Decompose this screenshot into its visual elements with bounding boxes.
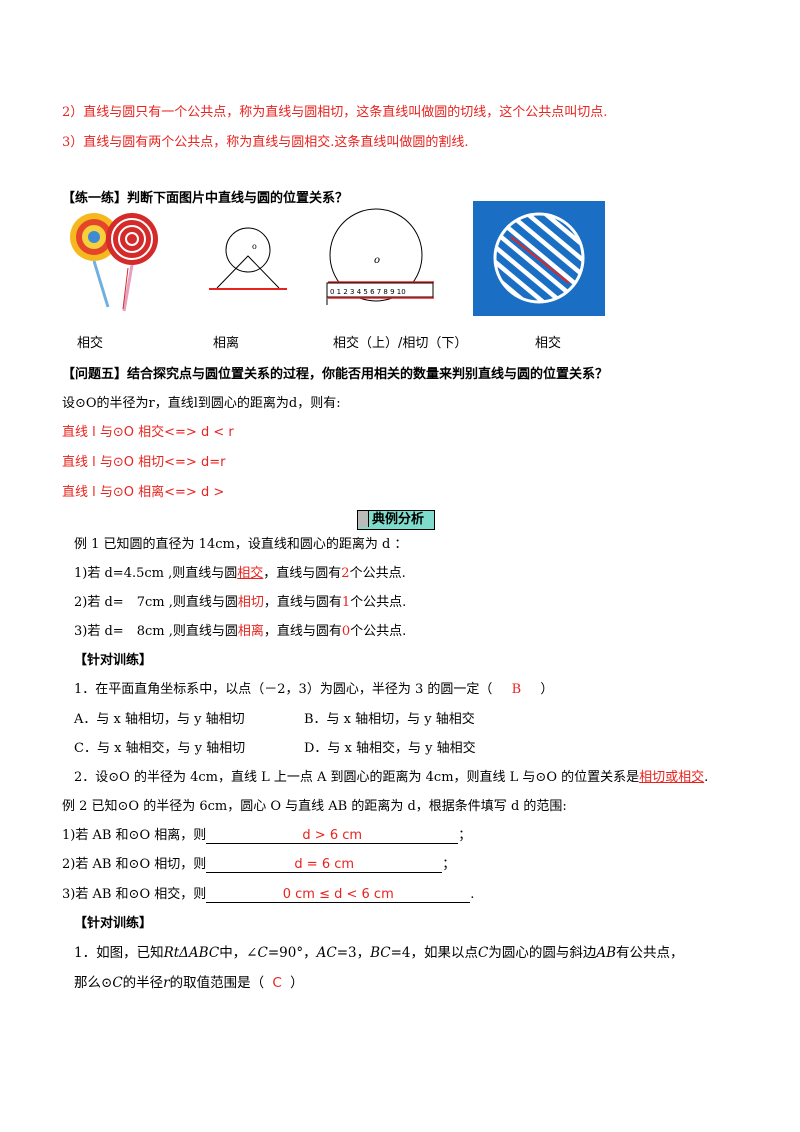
caption-1: 相交 bbox=[77, 336, 104, 351]
section-header: 典例分析 bbox=[357, 510, 435, 530]
answer: 相交 bbox=[237, 566, 264, 581]
rule-intersect: 直线 l 与⊙O 相交<=> d < r bbox=[62, 425, 234, 440]
text: 个公共点. bbox=[349, 566, 406, 581]
text: 个公共点. bbox=[350, 595, 407, 610]
text: 2)若 AB 和⊙O 相切，则 bbox=[62, 857, 207, 872]
text: =4，如果以点 bbox=[390, 945, 479, 961]
section-header-marker bbox=[358, 511, 369, 527]
text: =90°， bbox=[267, 945, 317, 961]
definition-secant: 3）直线与圆有两个公共点，称为直线与圆相交.这条直线叫做圆的割线. bbox=[62, 135, 469, 150]
text: . bbox=[470, 887, 475, 902]
definition-tangent: 2）直线与圆只有一个公共点，称为直线与圆相切，这条直线叫做圆的切线，这个公共点叫… bbox=[62, 105, 608, 120]
text: ； bbox=[442, 857, 456, 872]
circle-ruler-image: o 0 1 2 3 4 5 6 7 8 9 10 bbox=[326, 208, 434, 305]
rule-separate: 直线 l 与⊙O 相离<=> d > bbox=[62, 485, 225, 500]
example-1-a: 1)若 d=4.5cm ,则直线与圆相交，直线与圆有2个公共点. bbox=[74, 562, 406, 581]
text: 1)若 d=4.5cm ,则直线与圆 bbox=[74, 566, 238, 581]
math: C bbox=[112, 975, 123, 991]
text: ） bbox=[540, 682, 554, 697]
text: =3， bbox=[336, 945, 371, 961]
math: AC bbox=[316, 945, 337, 961]
text: 的半径 bbox=[122, 975, 164, 991]
circle-center-label: o bbox=[252, 242, 257, 251]
option-c: C．与 x 轴相交，与 y 轴相切 bbox=[74, 741, 246, 756]
option-d: D．与 x 轴相交，与 y 轴相交 bbox=[304, 741, 476, 756]
example-1-b: 2)若 d= 7cm ,则直线与圆相切，直线与圆有1个公共点. bbox=[74, 591, 406, 610]
math: C bbox=[478, 945, 489, 961]
math: BC bbox=[370, 945, 391, 961]
answer: 相离 bbox=[237, 624, 264, 639]
caption-4: 相交 bbox=[535, 336, 562, 351]
practice-title: 【练一练】判断下面图片中直线与圆的位置关系？ bbox=[62, 191, 349, 206]
text: 的取值范围是（ bbox=[169, 975, 265, 991]
option-b: B．与 x 轴相切，与 y 轴相交 bbox=[304, 712, 475, 727]
text: 那么⊙ bbox=[74, 975, 113, 991]
text: 为圆心的圆与斜边 bbox=[488, 945, 597, 961]
training-2-q1-line2: 那么⊙C的半径r的取值范围是（C） bbox=[74, 971, 304, 991]
circle-triangle-image: o bbox=[209, 227, 287, 290]
example-2-stem: 例 2 已知⊙O 的半径为 6cm，圆心 O 与直线 AB 的距离为 d，根据条… bbox=[62, 799, 567, 814]
text: ； bbox=[458, 828, 472, 843]
lollipop-image bbox=[70, 213, 158, 312]
text: 个公共点. bbox=[350, 624, 407, 639]
answer-number: 2 bbox=[341, 566, 350, 581]
answer-blank: 0 cm ≤ d < 6 cm bbox=[206, 887, 471, 903]
answer-number: 1 bbox=[341, 595, 351, 610]
answer: 相切或相交 bbox=[639, 770, 705, 785]
section-header-label: 典例分析 bbox=[372, 512, 425, 527]
training-1-q1: 1．在平面直角坐标系中，以点（－2，3）为圆心，半径为 3 的圆一定（ B ） bbox=[74, 678, 553, 697]
option-a: A．与 x 轴相切，与 y 轴相切 bbox=[74, 712, 245, 727]
answer-blank: d = 6 cm bbox=[206, 857, 443, 873]
text: ，直线与圆有 bbox=[263, 566, 342, 581]
answer-blank: d > 6 cm bbox=[206, 828, 459, 844]
text: 有公共点， bbox=[616, 945, 684, 961]
circle-center-label: o bbox=[374, 255, 380, 266]
answer-number: 0 bbox=[341, 624, 351, 639]
math: RtΔABC bbox=[163, 945, 220, 961]
question-five-intro: 设⊙O的半径为r，直线l到圆心的距离为d，则有: bbox=[62, 396, 341, 411]
math: AB bbox=[596, 945, 617, 961]
text: ，直线与圆有 bbox=[263, 595, 342, 610]
text: 1．如图，已知 bbox=[74, 945, 164, 961]
question-five-title: 【问题五】结合探究点与圆位置关系的过程，你能否用相关的数量来判别直线与圆的位置关… bbox=[62, 367, 609, 382]
text: ） bbox=[290, 975, 304, 991]
example-1-c: 3)若 d= 8cm ,则直线与圆相离，直线与圆有0个公共点. bbox=[74, 620, 406, 639]
math: C bbox=[257, 945, 268, 961]
example-1-stem: 例 1 已知圆的直径为 14cm，设直线和圆心的距离为 d ： bbox=[74, 537, 408, 552]
text: 1．在平面直角坐标系中，以点（－2，3）为圆心，半径为 3 的圆一定（ bbox=[74, 682, 493, 697]
text: 2)若 d= 7cm ,则直线与圆 bbox=[74, 595, 238, 610]
striped-circle-image bbox=[473, 201, 605, 316]
answer: C bbox=[272, 975, 282, 991]
answer: B bbox=[511, 682, 522, 697]
training-2-q1-line1: 1．如图，已知RtΔABC中，∠C=90°，AC=3，BC=4，如果以点C为圆心… bbox=[74, 941, 684, 961]
training-1-title: 【针对训练】 bbox=[74, 653, 153, 668]
math: r bbox=[163, 975, 170, 991]
text: . bbox=[704, 770, 709, 785]
text: 2．设⊙O 的半径为 4cm，直线 L 上一点 A 到圆心的距离为 4cm，则直… bbox=[74, 770, 640, 785]
text: 中，∠ bbox=[219, 945, 258, 961]
text: ，直线与圆有 bbox=[263, 624, 342, 639]
answer: 相切 bbox=[237, 595, 264, 610]
caption-3: 相交（上）/相切（下） bbox=[333, 336, 468, 351]
caption-2: 相离 bbox=[213, 336, 240, 351]
text: 3)若 d= 8cm ,则直线与圆 bbox=[74, 624, 238, 639]
text: 3)若 AB 和⊙O 相交，则 bbox=[62, 887, 207, 902]
training-1-q2: 2．设⊙O 的半径为 4cm，直线 L 上一点 A 到圆心的距离为 4cm，则直… bbox=[74, 766, 708, 785]
training-2-title: 【针对训练】 bbox=[74, 916, 153, 931]
rule-tangent: 直线 l 与⊙O 相切<=> d=r bbox=[62, 455, 226, 470]
ruler-digits: 0 1 2 3 4 5 6 7 8 9 10 bbox=[330, 288, 406, 296]
text: 1)若 AB 和⊙O 相离，则 bbox=[62, 828, 207, 843]
